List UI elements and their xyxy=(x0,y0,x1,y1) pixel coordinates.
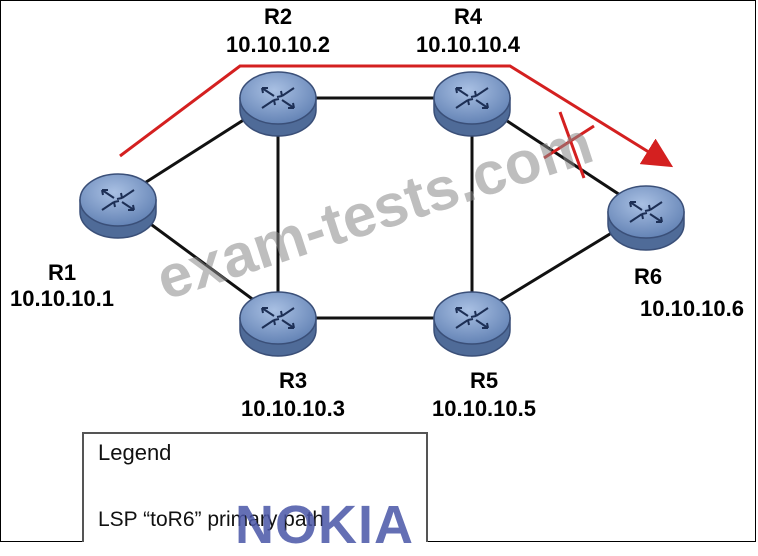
router-r1-ip: 10.10.10.1 xyxy=(10,286,114,311)
router-r2-name: R2 xyxy=(264,4,292,29)
router-r3-ip: 10.10.10.3 xyxy=(241,396,345,421)
router-r6-name: R6 xyxy=(634,264,662,289)
router-r3-name: R3 xyxy=(279,368,307,393)
router-r3-icon xyxy=(239,291,317,357)
router-r1-name: R1 xyxy=(48,260,76,285)
router-r2-ip: 10.10.10.2 xyxy=(226,32,330,57)
router-r6-ip: 10.10.10.6 xyxy=(640,296,744,321)
router-r5-icon xyxy=(433,291,511,357)
router-r6-icon xyxy=(607,185,685,251)
nokia-logo: NOKIA xyxy=(235,495,414,555)
lsp-primary-path xyxy=(119,64,674,168)
router-r1-icon xyxy=(79,173,157,239)
legend-box xyxy=(82,432,428,542)
router-r4-name: R4 xyxy=(454,4,483,29)
legend-item-label: LSP “toR6” primary path xyxy=(98,508,325,531)
router-r5-name: R5 xyxy=(470,368,498,393)
router-r4-ip: 10.10.10.4 xyxy=(416,32,521,57)
router-r5-ip: 10.10.10.5 xyxy=(432,396,536,421)
router-r4-icon xyxy=(433,71,511,137)
router-r2-icon xyxy=(239,71,317,137)
legend-title: Legend xyxy=(98,440,172,465)
link-failure-x-icon xyxy=(543,111,595,179)
